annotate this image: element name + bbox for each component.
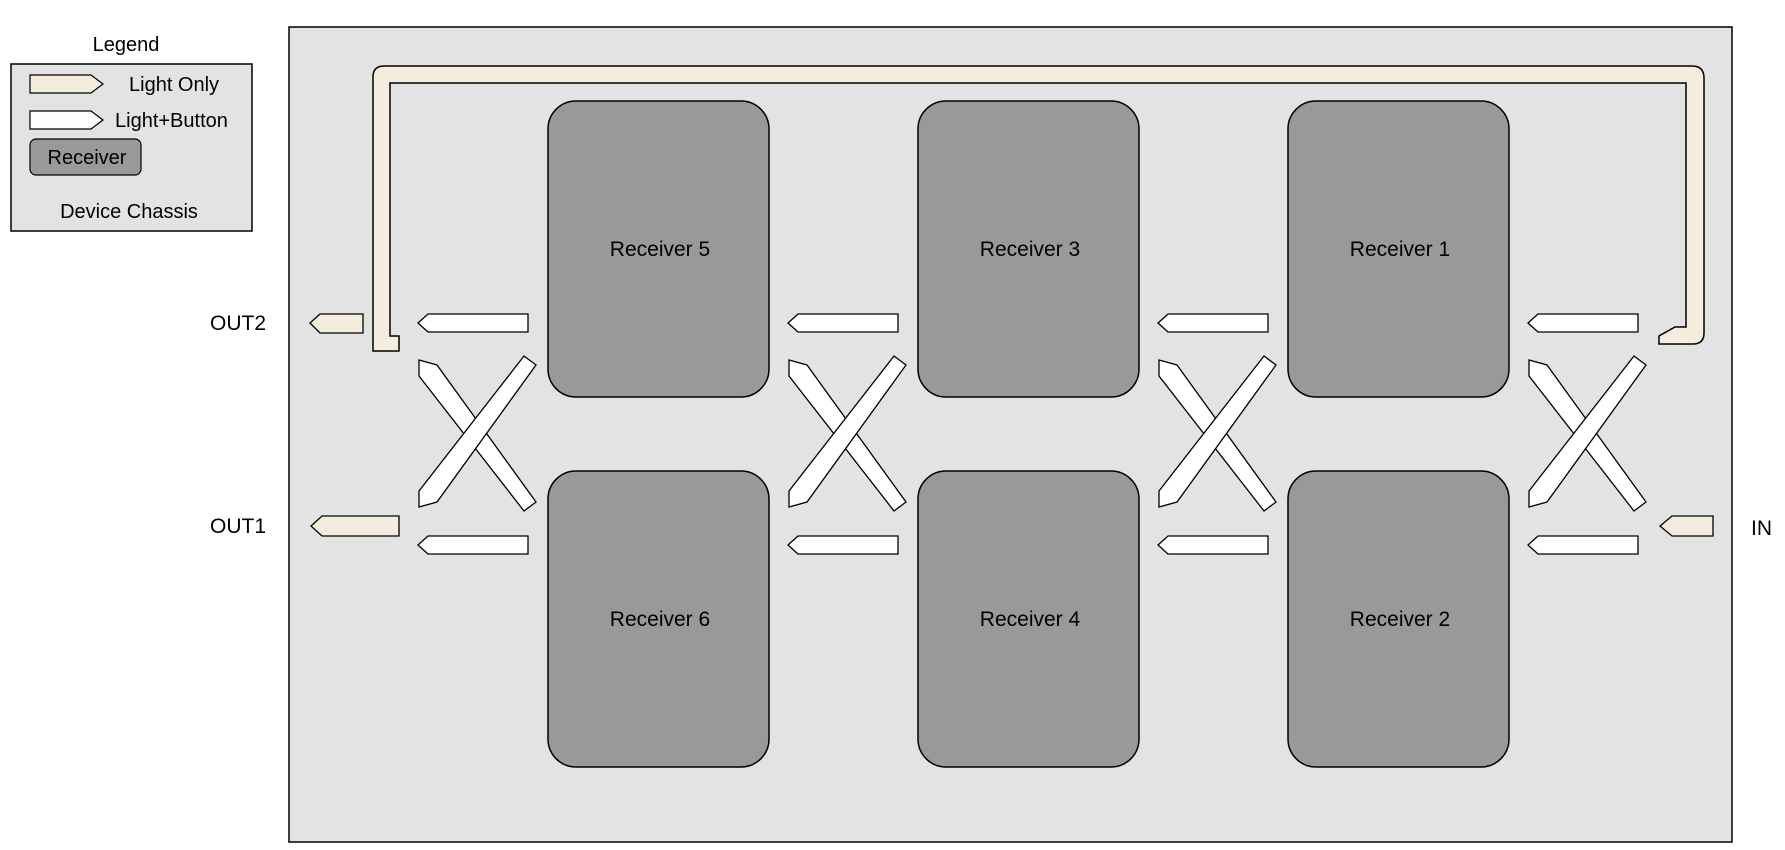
crossover-2-up-arrow <box>1158 355 1277 508</box>
arrow-top-3 <box>787 313 899 333</box>
legend-light-button-arrow-icon <box>29 110 104 130</box>
receiver-4: Receiver 4 <box>917 470 1140 768</box>
horizontal-arrows <box>417 313 1639 555</box>
legend-receiver-label: Receiver <box>48 147 127 169</box>
feedback-loop-light-only <box>372 65 1705 352</box>
port-arrows <box>309 313 1714 537</box>
crossover-4-up-arrow <box>418 355 537 508</box>
legend-light-only-label: Light Only <box>129 74 219 96</box>
crossover-arrows <box>418 355 1647 512</box>
legend-chassis-label: Device Chassis <box>60 201 198 223</box>
in-arrow-icon <box>1658 515 1714 537</box>
receiver-4-label: Receiver 4 <box>980 608 1081 631</box>
arrow-bottom-1 <box>1527 535 1639 555</box>
arrow-bottom-3 <box>787 535 899 555</box>
out1-label: OUT1 <box>210 515 266 538</box>
legend-light-button-label: Light+Button <box>115 110 228 132</box>
arrow-top-4 <box>417 313 529 333</box>
arrow-top-1 <box>1527 313 1639 333</box>
receiver-1-label: Receiver 1 <box>1350 238 1450 261</box>
out2-label: OUT2 <box>210 312 266 335</box>
crossover-3 <box>788 355 907 512</box>
receivers: Receiver 5 Receiver 3 Receiver 1 Receive… <box>547 100 1510 768</box>
arrow-top-2 <box>1157 313 1269 333</box>
crossover-1-up-arrow <box>1528 355 1647 508</box>
legend-light-only-arrow-icon <box>29 74 104 94</box>
receiver-1: Receiver 1 <box>1287 100 1510 398</box>
receiver-3-label: Receiver 3 <box>980 238 1080 261</box>
in-label: IN <box>1751 517 1772 540</box>
crossover-3-up-arrow <box>788 355 907 508</box>
crossover-2 <box>1158 355 1277 512</box>
legend: Legend Light Only Light+Button Receiver … <box>10 34 253 232</box>
receiver-6-label: Receiver 6 <box>610 608 710 631</box>
arrow-bottom-2 <box>1157 535 1269 555</box>
legend-receiver-swatch <box>29 138 142 176</box>
crossover-4 <box>418 355 537 512</box>
receiver-3: Receiver 3 <box>917 100 1140 398</box>
arrow-bottom-4 <box>417 535 529 555</box>
receiver-5-label: Receiver 5 <box>610 238 710 261</box>
receiver-5: Receiver 5 <box>547 100 770 398</box>
receiver-2: Receiver 2 <box>1287 470 1510 768</box>
out1-arrow-icon <box>310 515 400 537</box>
crossover-1 <box>1528 355 1647 512</box>
out2-arrow-icon <box>309 313 364 334</box>
receiver-6: Receiver 6 <box>547 470 770 768</box>
legend-title: Legend <box>93 34 160 56</box>
receiver-2-label: Receiver 2 <box>1350 608 1450 631</box>
